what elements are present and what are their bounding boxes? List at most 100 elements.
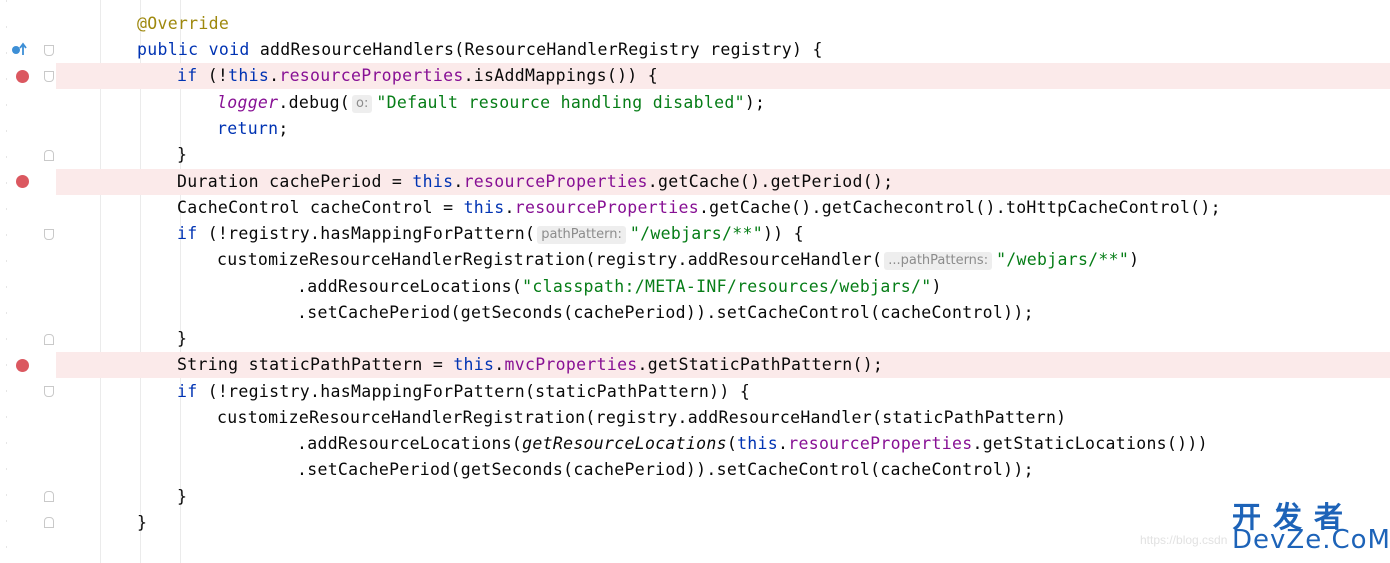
breakpoint-icon[interactable]: [16, 175, 29, 188]
code-token: .: [494, 355, 505, 374]
code-token: .addResourceLocations(: [297, 434, 523, 453]
code-line[interactable]: }: [56, 326, 1390, 352]
code-token: )) {: [762, 224, 804, 243]
editor-gutter[interactable]: [0, 0, 56, 563]
code-token: .isAddMappings()) {: [463, 66, 659, 85]
code-token: this: [228, 66, 270, 85]
code-token: ): [931, 277, 942, 296]
code-token: String staticPathPattern =: [177, 355, 454, 374]
code-line[interactable]: public void addResourceHandlers(Resource…: [56, 37, 1390, 63]
code-token: customizeResourceHandlerRegistration(reg…: [217, 250, 883, 269]
code-token: this: [463, 198, 505, 217]
code-text: logger.debug(o:"Default resource handlin…: [217, 90, 765, 116]
code-token: return: [217, 119, 279, 138]
code-token: void: [208, 40, 260, 59]
code-token: }: [177, 487, 188, 506]
code-line[interactable]: customizeResourceHandlerRegistration(reg…: [56, 405, 1390, 431]
code-token: "/webjars/**": [996, 250, 1130, 269]
code-line[interactable]: .setCachePeriod(getSeconds(cachePeriod))…: [56, 300, 1390, 326]
code-text: .setCachePeriod(getSeconds(cachePeriod))…: [297, 300, 1034, 326]
watermark-url: https://blog.csdn: [1140, 533, 1228, 547]
code-line[interactable]: }: [56, 510, 1390, 536]
code-token: }: [137, 513, 148, 532]
code-token: if: [177, 382, 208, 401]
code-token: if: [177, 66, 208, 85]
code-text: }: [137, 510, 147, 536]
code-line[interactable]: @Override: [56, 11, 1390, 37]
code-token: );: [744, 93, 766, 112]
indent-guide: [100, 0, 101, 563]
gutter-edge: [6, 0, 7, 563]
code-text: }: [177, 142, 187, 168]
fold-end-icon[interactable]: [44, 150, 54, 161]
code-line[interactable]: }: [56, 142, 1390, 168]
code-line[interactable]: Duration cachePeriod = this.resourceProp…: [56, 169, 1390, 195]
parameter-hint: ...pathPatterns:: [884, 252, 993, 270]
code-token: .: [778, 434, 789, 453]
breakpoint-icon[interactable]: [16, 359, 29, 372]
override-method-icon[interactable]: [11, 41, 31, 57]
code-token: this: [453, 355, 495, 374]
code-token: .: [269, 66, 280, 85]
code-token: "Default resource handling disabled": [376, 93, 745, 112]
code-line[interactable]: CacheControl cacheControl = this.resourc…: [56, 195, 1390, 221]
code-text: }: [177, 326, 187, 352]
code-line[interactable]: return;: [56, 116, 1390, 142]
code-token: .addResourceLocations(: [297, 277, 523, 296]
code-token: this: [737, 434, 779, 453]
code-token: addResourceHandlers: [259, 40, 455, 59]
fold-end-icon[interactable]: [44, 491, 54, 502]
code-token: Duration cachePeriod =: [177, 172, 413, 191]
code-text: Duration cachePeriod = this.resourceProp…: [177, 169, 893, 195]
breakpoint-icon[interactable]: [16, 70, 29, 83]
code-line[interactable]: .addResourceLocations(getResourceLocatio…: [56, 431, 1390, 457]
code-token: mvcProperties: [504, 355, 638, 374]
code-editor[interactable]: @Override public void addResourceHandlers…: [56, 0, 1390, 563]
fold-if-icon[interactable]: [44, 386, 54, 397]
code-line[interactable]: }: [56, 484, 1390, 510]
code-token: resourceProperties: [514, 198, 699, 217]
code-token: resourceProperties: [279, 66, 464, 85]
code-line[interactable]: if (!registry.hasMappingForPattern(pathP…: [56, 221, 1390, 247]
code-text: public void addResourceHandlers(Resource…: [137, 37, 823, 63]
code-token: "classpath:/META-INF/resources/webjars/": [522, 277, 932, 296]
code-line[interactable]: customizeResourceHandlerRegistration(reg…: [56, 247, 1390, 273]
fold-if-icon[interactable]: [44, 71, 54, 82]
code-token: .getCache().getPeriod();: [647, 172, 894, 191]
code-text: if (!registry.hasMappingForPattern(pathP…: [177, 221, 804, 247]
indent-guide: [140, 0, 141, 563]
indent-guide: [180, 0, 181, 563]
code-token: public: [137, 40, 209, 59]
code-token: ): [1129, 250, 1140, 269]
code-line[interactable]: String staticPathPattern = this.mvcPrope…: [56, 352, 1390, 378]
brand-logo-en: DevZe.CoM: [1232, 525, 1390, 555]
code-token: }: [177, 145, 188, 164]
code-text: .addResourceLocations(getResourceLocatio…: [297, 431, 1208, 457]
code-token: (!registry.hasMappingForPattern(staticPa…: [207, 382, 751, 401]
code-token: @Override: [137, 14, 230, 33]
code-text: CacheControl cacheControl = this.resourc…: [177, 195, 1221, 221]
code-line[interactable]: if (!this.resourceProperties.isAddMappin…: [56, 63, 1390, 89]
code-text: return;: [217, 116, 289, 142]
code-line[interactable]: logger.debug(o:"Default resource handlin…: [56, 90, 1390, 116]
code-token: (ResourceHandlerRegistry registry) {: [454, 40, 823, 59]
code-token: "/webjars/**": [629, 224, 763, 243]
code-text: @Override: [137, 11, 229, 37]
code-token: ;: [278, 119, 289, 138]
code-line[interactable]: .setCachePeriod(getSeconds(cachePeriod))…: [56, 457, 1390, 483]
code-token: .getStaticLocations())): [972, 434, 1208, 453]
code-token: logger: [217, 93, 279, 112]
code-line[interactable]: .addResourceLocations("classpath:/META-I…: [56, 274, 1390, 300]
code-token: resourceProperties: [463, 172, 648, 191]
code-line[interactable]: if (!registry.hasMappingForPattern(stati…: [56, 379, 1390, 405]
brand-logo-cn: 开发者: [1232, 500, 1356, 534]
fold-end-icon[interactable]: [44, 334, 54, 345]
code-text: String staticPathPattern = this.mvcPrope…: [177, 352, 883, 378]
code-text: if (!this.resourceProperties.isAddMappin…: [177, 63, 658, 89]
fold-method-end-icon[interactable]: [44, 517, 54, 528]
code-token: customizeResourceHandlerRegistration(reg…: [217, 408, 1067, 427]
code-token: resourceProperties: [788, 434, 973, 453]
fold-method-icon[interactable]: [44, 45, 54, 56]
code-token: (!registry.hasMappingForPattern(: [207, 224, 536, 243]
fold-if-icon[interactable]: [44, 229, 54, 240]
